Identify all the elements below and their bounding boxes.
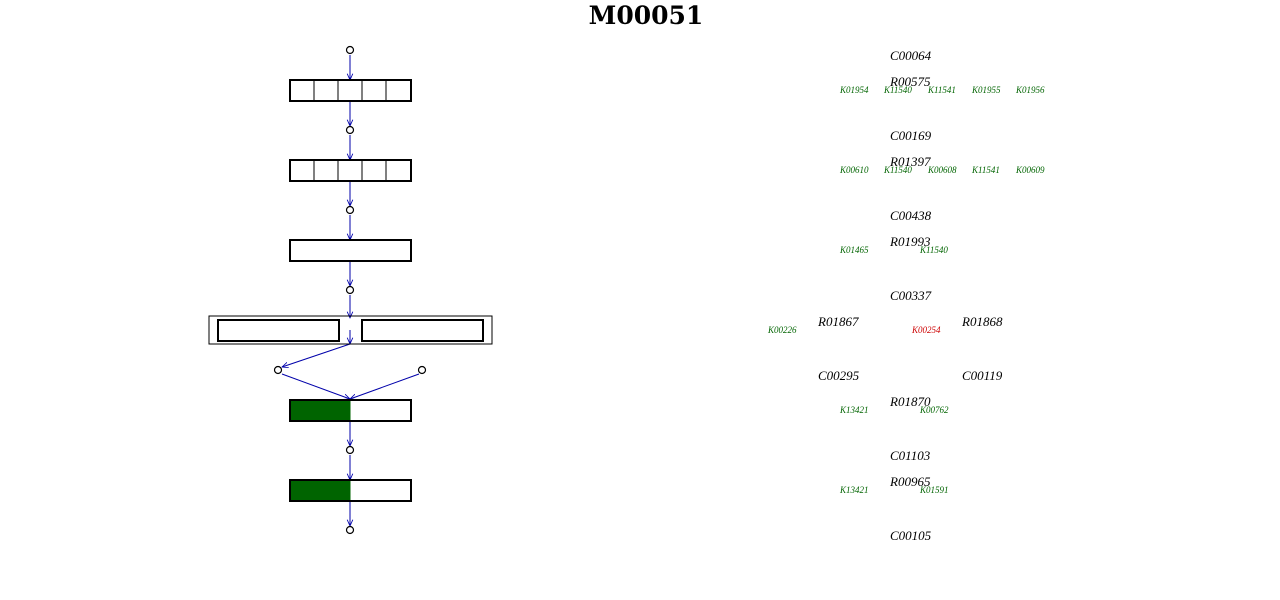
ko-label: K00610 <box>839 165 869 175</box>
step-box <box>289 239 412 262</box>
ko-label: K00762 <box>919 405 949 415</box>
step-fill <box>290 480 351 501</box>
compound-node <box>345 125 355 135</box>
compound-nodes <box>273 45 427 535</box>
alternatives-frame <box>208 315 493 345</box>
step-box <box>289 79 412 102</box>
compound-node <box>345 205 355 215</box>
step-border <box>289 239 412 262</box>
step-border <box>289 79 412 102</box>
ko-label: K13421 <box>839 485 869 495</box>
arrow <box>281 373 350 399</box>
arrow <box>350 373 420 399</box>
ko-label: K01591 <box>919 485 949 495</box>
step-cell <box>289 159 315 182</box>
compound-label: C00169 <box>890 128 932 143</box>
ko-label: K11541 <box>971 165 1000 175</box>
step-box <box>208 315 493 345</box>
step-cell <box>337 159 363 182</box>
compound-node <box>345 445 355 455</box>
step-cell <box>313 159 339 182</box>
step-outline <box>289 399 412 422</box>
ko-label: K11540 <box>883 165 912 175</box>
reaction-label: R01870 <box>889 394 931 409</box>
step-box <box>289 159 412 182</box>
step-outline <box>289 479 412 502</box>
ko-label: K00254 <box>911 325 941 335</box>
compound-node <box>273 365 283 375</box>
module-title: M00051 <box>589 1 704 30</box>
reaction-label: R01868 <box>961 314 1003 329</box>
step-box <box>289 479 412 502</box>
step-cell <box>337 79 363 102</box>
ko-label: K11541 <box>927 85 956 95</box>
ko-label: K00226 <box>767 325 797 335</box>
compound-label: C00337 <box>890 288 932 303</box>
reaction-label: R01993 <box>889 234 931 249</box>
reaction-label: R00575 <box>889 74 931 89</box>
module-definition: C00064 R00575 K01954 K11540 K11541 K0195… <box>767 48 1045 543</box>
step-cell <box>385 79 412 102</box>
compound-label: C00105 <box>890 528 932 543</box>
arrow <box>282 343 351 367</box>
step-cell <box>313 79 339 102</box>
ko-label: K01954 <box>839 85 869 95</box>
compound-label: C00119 <box>962 368 1003 383</box>
reaction-label: R01867 <box>817 314 859 329</box>
pathway-graphic <box>208 45 493 535</box>
compound-node <box>345 45 355 55</box>
ko-label: K11540 <box>883 85 912 95</box>
compound-label: C00295 <box>818 368 860 383</box>
ko-label: K00608 <box>927 165 957 175</box>
compound-node <box>345 525 355 535</box>
step-cell <box>385 159 412 182</box>
compound-label: C00438 <box>890 208 932 223</box>
alternative-box <box>217 319 340 342</box>
alternative-box <box>361 319 484 342</box>
compound-node <box>345 285 355 295</box>
step-cell <box>361 159 387 182</box>
ko-label: K11540 <box>919 245 948 255</box>
ko-label: K01955 <box>971 85 1001 95</box>
compound-node <box>417 365 427 375</box>
compound-label: C01103 <box>890 448 931 463</box>
step-fill <box>290 400 351 421</box>
step-cell <box>361 79 387 102</box>
reaction-label: R01397 <box>889 154 931 169</box>
step-cell <box>289 79 315 102</box>
step-box <box>289 399 412 422</box>
ko-label: K00609 <box>1015 165 1045 175</box>
ko-label: K01465 <box>839 245 869 255</box>
reaction-label: R00965 <box>889 474 931 489</box>
compound-label: C00064 <box>890 48 932 63</box>
step-border <box>289 159 412 182</box>
ko-label: K01956 <box>1015 85 1045 95</box>
ko-label: K13421 <box>839 405 869 415</box>
